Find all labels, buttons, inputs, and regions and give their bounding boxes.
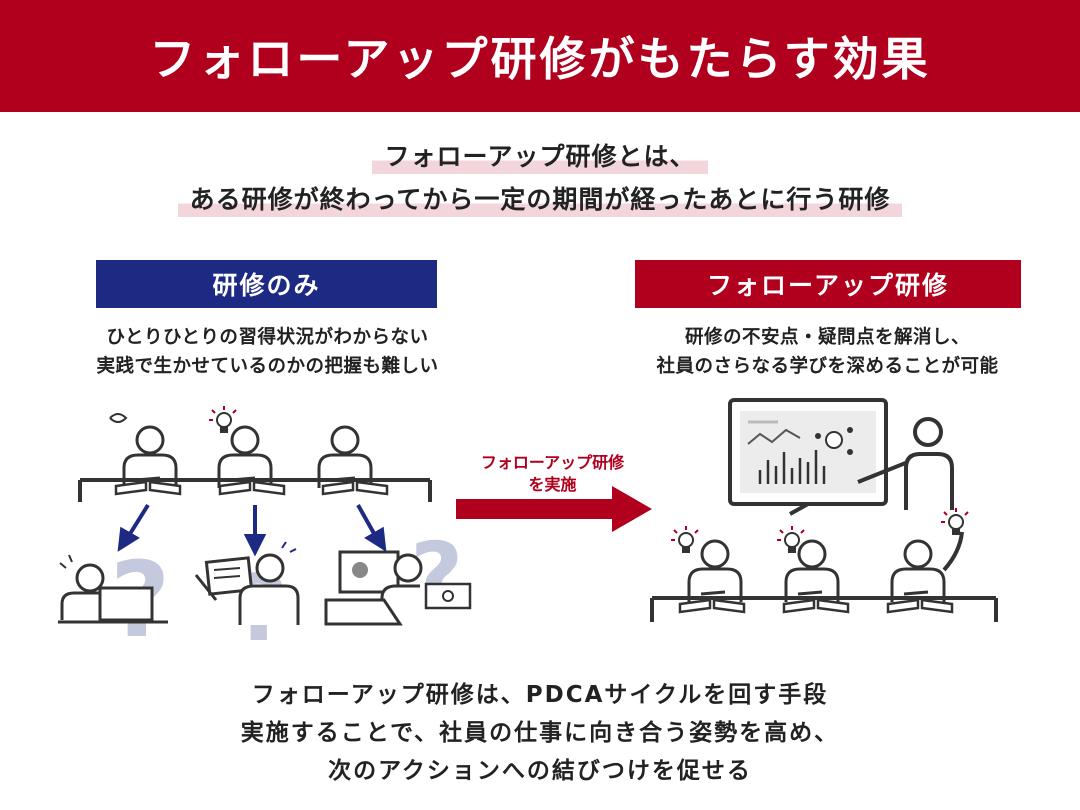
implementation-arrow	[456, 486, 652, 532]
header-banner: フォローアップ研修がもたらす効果	[0, 0, 1080, 112]
definition-line-2: ある研修が終わってから一定の期間が経ったあとに行う研修	[0, 183, 1080, 217]
training-classroom-illustration	[78, 405, 432, 502]
follow-up-label: フォローアップ研修	[635, 260, 1021, 308]
follow-up-description: 研修の不安点・疑問点を解消し、 社員のさらなる学びを深めることが可能	[656, 327, 999, 377]
training-only-description: ひとりひとりの習得状況がわからない 実践で生かせているのかの把握も難しい	[96, 327, 439, 377]
training-only-label: 研修のみ	[96, 260, 437, 308]
definition-line-1: フォローアップ研修とは、	[0, 140, 1080, 174]
arrow-label: フォローアップ研修 を実施	[480, 453, 625, 494]
summary-text: フォローアップ研修は、PDCAサイクルを回す手段 実施することで、社員の仕事に向…	[240, 682, 840, 784]
page-title: フォローアップ研修がもたらす効果	[149, 32, 931, 86]
navy-arrows	[117, 503, 387, 557]
workplace-scene-illustrations	[58, 541, 472, 626]
follow-up-classroom-illustration	[650, 398, 998, 622]
